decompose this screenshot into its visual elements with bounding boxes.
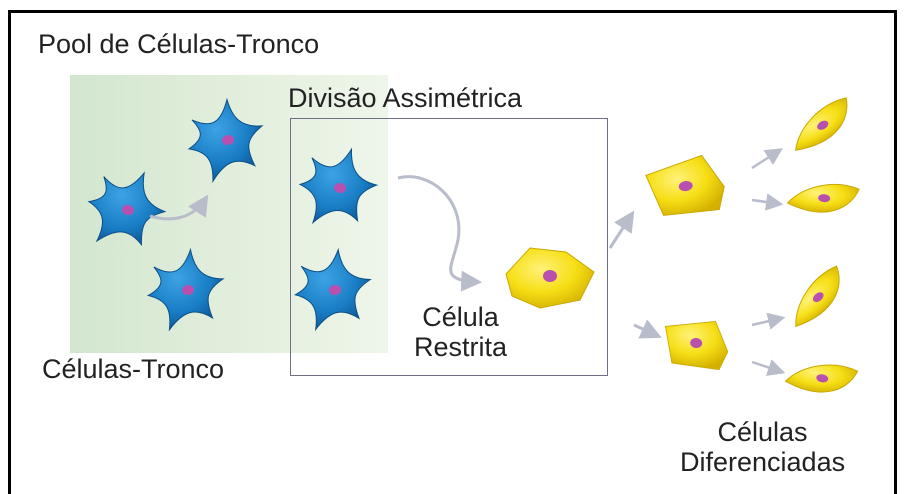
differentiated-cell-3: [780, 263, 854, 332]
nucleus: [543, 270, 557, 282]
differentiated-cell-4: [784, 358, 859, 398]
differentiated-cell-2: [786, 179, 860, 216]
nucleus: [678, 180, 693, 192]
nucleus: [818, 194, 831, 203]
differentiated-cells-label: Células Diferenciadas: [680, 417, 846, 477]
arrow-diff-2: [751, 193, 784, 211]
nucleus: [334, 182, 346, 194]
restricted-cell-label: Célula Restrita: [414, 302, 508, 362]
arrow-diff-4: [751, 359, 786, 376]
progenitor-cell-top: [643, 152, 728, 220]
arrow-diff-3: [751, 312, 786, 330]
stem-cell-1: [181, 93, 271, 185]
self-renewal-arrow: [149, 194, 209, 221]
arrow-to-progenitor-top: [608, 210, 635, 249]
dividing-stem-cell-top: [294, 142, 382, 232]
progenitor-cell-bottom: [661, 315, 732, 371]
restricted-cell: [505, 247, 595, 309]
stem-cell-3: [144, 246, 228, 332]
asymmetric-division-box: [290, 118, 608, 376]
nucleus: [817, 120, 829, 130]
nucleus: [222, 134, 234, 146]
nucleus: [690, 337, 703, 349]
outer-frame: [8, 10, 897, 494]
stem-cell-2: [79, 160, 174, 257]
restricted-cell-label-line1: Célula: [422, 302, 499, 332]
differentiated-cell-1: [783, 94, 860, 157]
division-arrow: [397, 175, 483, 292]
nucleus: [122, 204, 134, 216]
nucleus: [816, 374, 829, 383]
arrow-to-progenitor-bottom: [633, 319, 662, 339]
nucleus: [329, 284, 341, 296]
restricted-cell-label-line2: Restrita: [414, 331, 508, 362]
stem-cells-label: Células-Tronco: [42, 354, 225, 384]
dividing-stem-cell-bottom: [291, 247, 375, 332]
differentiated-label-line2: Diferenciadas: [680, 446, 846, 477]
division-title: Divisão Assimétrica: [288, 83, 523, 113]
differentiated-label-line1: Células: [717, 417, 808, 447]
nucleus: [812, 292, 824, 303]
pool-title: Pool de Células-Tronco: [38, 29, 320, 59]
arrow-diff-1: [751, 148, 783, 170]
nucleus: [182, 284, 194, 296]
